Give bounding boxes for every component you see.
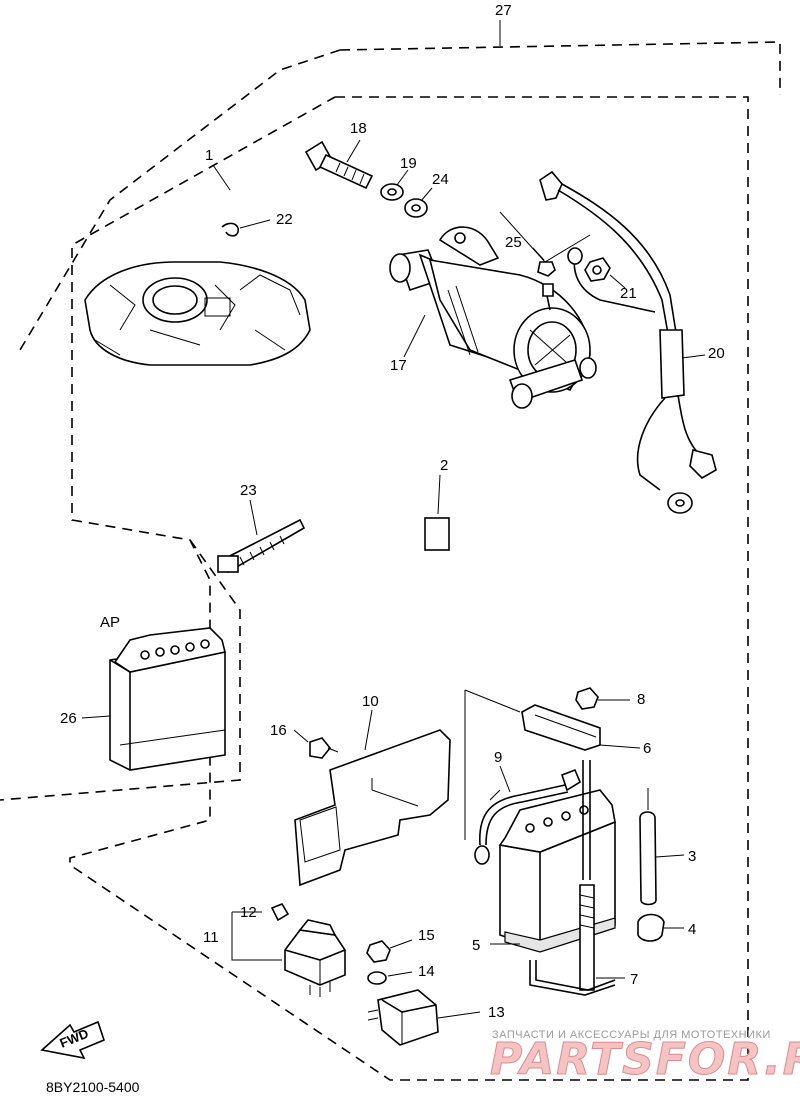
vent-tube-3 <box>639 788 685 906</box>
fwd-arrow-icon: FWD <box>40 1020 105 1060</box>
label-plate-2 <box>424 474 450 551</box>
lock-washer-19 <box>380 169 409 201</box>
callout-24: 24 <box>432 171 449 188</box>
variant-label-ap: AP <box>100 614 120 631</box>
starter-motor-17 <box>389 226 597 409</box>
callout-17: 17 <box>390 357 407 374</box>
starter-kit-boundary-1 <box>69 96 749 1081</box>
battery-26 <box>81 627 226 771</box>
assembly-boundary-27 <box>19 20 781 351</box>
drawing-code: 8BY2100-5400 <box>46 1079 140 1095</box>
callout-14: 14 <box>418 963 435 980</box>
rectifier-13 <box>367 989 481 1046</box>
callout-21: 21 <box>620 285 637 302</box>
nut-15 <box>366 939 413 963</box>
relay-11 <box>231 911 346 997</box>
battery-5 <box>490 789 616 953</box>
callout-19: 19 <box>400 155 417 172</box>
callout-16: 16 <box>270 722 287 739</box>
callout-23: 23 <box>240 482 257 499</box>
nut-25 <box>499 211 591 277</box>
battery-band-7 <box>529 760 625 996</box>
nut-8 <box>575 687 630 710</box>
battery-cable-9 <box>474 765 582 865</box>
watermark: ЗАПЧАСТИ И АКСЕССУАРЫ ДЛЯ МОТОТЕХНИКИ PA… <box>490 1029 800 1086</box>
callout-3: 3 <box>688 848 696 865</box>
callout-4: 4 <box>688 921 696 938</box>
fuse-clip-12 <box>270 903 290 922</box>
callout-6: 6 <box>643 740 651 757</box>
watermark-caption: ЗАПЧАСТИ И АКСЕССУАРЫ ДЛЯ МОТОТЕХНИКИ <box>492 1029 771 1041</box>
callout-7: 7 <box>630 971 638 988</box>
watermark-logo: PARTSFOR.RU <box>490 1034 800 1085</box>
callout-11: 11 <box>203 929 219 946</box>
cable-tie-23 <box>217 499 306 574</box>
callout-1: 1 <box>205 147 213 164</box>
callout-22: 22 <box>276 211 293 228</box>
engine-crankcase <box>84 261 311 366</box>
callout-12: 12 <box>240 904 257 921</box>
callout-5: 5 <box>472 937 480 954</box>
battery-cover-10 <box>294 709 451 887</box>
callout-8: 8 <box>637 691 645 708</box>
callout-10: 10 <box>362 693 379 710</box>
callout-25: 25 <box>505 234 522 251</box>
callout-2: 2 <box>440 457 448 474</box>
nut-21 <box>584 257 626 289</box>
grommet-4 <box>637 913 684 942</box>
starter-cable-20 <box>539 170 717 514</box>
callout-20: 20 <box>708 345 725 362</box>
circlip-22 <box>221 219 271 237</box>
bracket-6 <box>464 689 641 840</box>
callout-15: 15 <box>418 927 435 944</box>
ap-battery-boundary <box>0 539 241 801</box>
callout-27: 27 <box>495 2 512 19</box>
washer-14 <box>367 971 413 985</box>
callout-26: 26 <box>60 710 77 727</box>
screw-16 <box>293 729 339 759</box>
callout-18: 18 <box>350 120 367 137</box>
callout-9: 9 <box>494 749 502 766</box>
callout-13: 13 <box>488 1004 505 1021</box>
callout-labels: 27 1 18 19 24 22 25 21 20 17 2 23 AP 26 … <box>60 2 725 1021</box>
bolt-18 <box>304 139 374 190</box>
washer-24 <box>404 187 433 218</box>
